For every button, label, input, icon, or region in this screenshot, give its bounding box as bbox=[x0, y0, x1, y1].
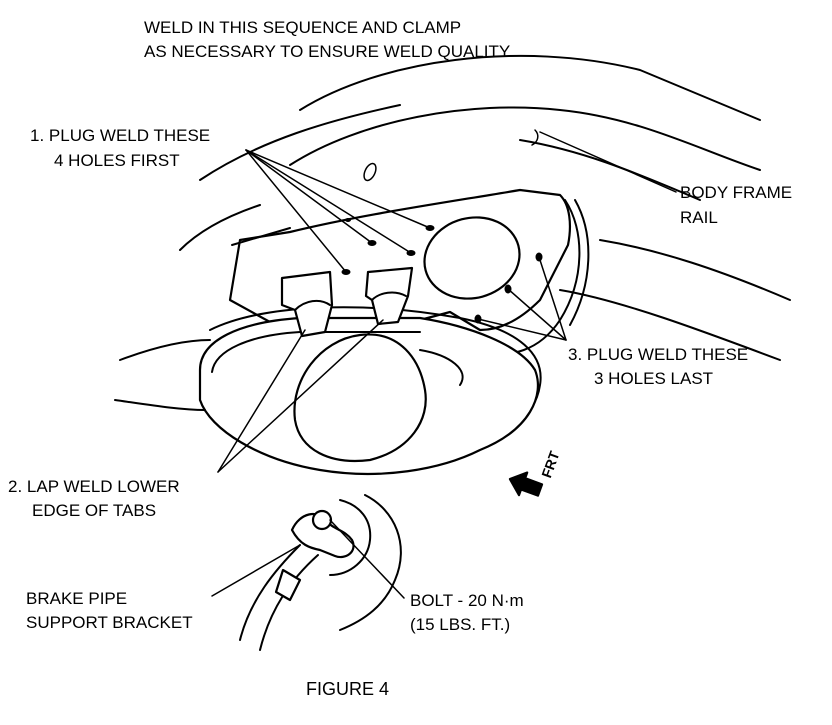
access-hole bbox=[423, 216, 521, 300]
frame-rail-line-2: RAIL bbox=[680, 208, 718, 227]
bracket-line-2: SUPPORT BRACKET bbox=[26, 613, 193, 632]
callout-step3: 3. PLUG WELD THESE 3 HOLES LAST bbox=[568, 345, 748, 388]
brake-pipe-assembly bbox=[239, 494, 402, 651]
weld-tabs bbox=[280, 266, 414, 338]
callout-step1: 1. PLUG WELD THESE 4 HOLES FIRST bbox=[30, 126, 210, 170]
header-line-1: WELD IN THIS SEQUENCE AND CLAMP bbox=[144, 18, 461, 37]
figure-caption: FIGURE 4 bbox=[306, 679, 389, 699]
bolt-head bbox=[311, 509, 333, 531]
header-line-2: AS NECESSARY TO ENSURE WELD QUALITY bbox=[144, 42, 510, 61]
lower-pan bbox=[114, 306, 542, 475]
callout-step2: 2. LAP WELD LOWER EDGE OF TABS bbox=[8, 477, 180, 520]
left-tab bbox=[280, 270, 334, 338]
frame-rail-line-1: BODY FRAME bbox=[680, 183, 792, 202]
step3-line-1: 3. PLUG WELD THESE bbox=[568, 345, 748, 364]
bolt-line-1: BOLT - 20 N·m bbox=[410, 591, 524, 610]
bracket-line-1: BRAKE PIPE bbox=[26, 589, 127, 608]
step1-line-1: 1. PLUG WELD THESE bbox=[30, 126, 210, 145]
pan-dome bbox=[293, 333, 427, 462]
leader-lines bbox=[211, 131, 677, 599]
callout-bracket: BRAKE PIPE SUPPORT BRACKET bbox=[26, 589, 193, 632]
right-tab bbox=[364, 266, 414, 326]
front-arrow-label: FRT bbox=[538, 448, 562, 479]
step1-line-2: 4 HOLES FIRST bbox=[54, 151, 180, 170]
step2-line-1: 2. LAP WELD LOWER bbox=[8, 477, 180, 496]
front-arrow: FRT bbox=[508, 448, 563, 497]
callout-frame-rail: BODY FRAME RAIL bbox=[680, 183, 792, 227]
bolt-line-2: (15 LBS. FT.) bbox=[410, 615, 510, 634]
step3-line-2: 3 HOLES LAST bbox=[594, 369, 713, 388]
callout-bolt: BOLT - 20 N·m (15 LBS. FT.) bbox=[410, 591, 524, 634]
header-note: WELD IN THIS SEQUENCE AND CLAMP AS NECES… bbox=[144, 18, 510, 61]
step2-line-2: EDGE OF TABS bbox=[32, 501, 156, 520]
